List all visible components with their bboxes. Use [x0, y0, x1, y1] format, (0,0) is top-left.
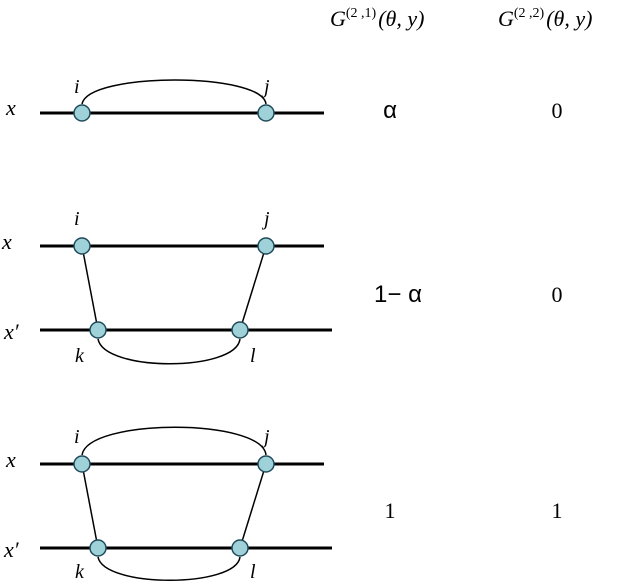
row2-label-i: i [74, 208, 80, 230]
row1-node-i [73, 104, 91, 122]
row2-node-j [257, 237, 275, 255]
row3-edge-ik [81, 463, 99, 549]
diagram-row-3: x x′ i j k l 1 1 [3, 426, 563, 583]
header-g22-args: (θ, y) [546, 6, 592, 31]
row3-node-l [231, 539, 249, 557]
row2-edge-ik [81, 245, 99, 331]
row3-label-i: i [74, 426, 80, 448]
row2-g22-value: 0 [552, 282, 563, 307]
row3-node-i [73, 455, 91, 473]
row1-label-i: i [74, 76, 80, 98]
row2-node-l [231, 321, 249, 339]
row3-edge-jl [239, 463, 267, 549]
diagram-row-1: x i j α 0 [5, 76, 563, 124]
row2-label-l: l [250, 345, 256, 367]
row2-node-i [73, 237, 91, 255]
row2-label-xprime: x′ [3, 319, 20, 344]
row3-node-k [89, 539, 107, 557]
row3-label-j: j [261, 426, 270, 448]
row3-node-j [257, 455, 275, 473]
row2-edge-jl [239, 245, 267, 331]
row1-g22-value: 0 [552, 98, 563, 123]
row2-g21-value: 1− α [374, 281, 422, 308]
header-g21-args: (θ, y) [378, 6, 424, 31]
row3-arc-ij [81, 426, 267, 456]
row3-label-l: l [250, 561, 256, 583]
row3-label-xprime: x′ [3, 537, 20, 562]
header-g21: G(2 ,1)(θ, y) [330, 6, 424, 31]
row3-g22-value: 1 [552, 498, 563, 523]
row3-label-k: k [75, 561, 85, 583]
row3-arc-kl [97, 556, 241, 581]
row2-arc-kl [97, 338, 241, 365]
row1-node-j [257, 104, 275, 122]
header-g22-base: G [498, 6, 514, 31]
header-g22: G(2 ,2)(θ, y) [498, 6, 592, 31]
row1-arc-ij [81, 79, 267, 105]
row2-label-x: x [1, 229, 12, 254]
diagram-row-2: x x′ i j k l 1− α 0 [1, 208, 563, 367]
header-g21-sup: (2 ,1) [346, 6, 377, 21]
row1-label-x: x [5, 95, 16, 120]
row2-label-k: k [75, 345, 85, 367]
row2-label-j: j [261, 208, 270, 230]
row1-g21-value: α [383, 97, 397, 124]
header-g21-base: G [330, 6, 346, 31]
header-g22-sup: (2 ,2) [514, 6, 545, 21]
row1-label-j: j [261, 76, 270, 98]
row2-node-k [89, 321, 107, 339]
row3-label-x: x [5, 447, 16, 472]
row3-g21-value: 1 [385, 498, 396, 523]
